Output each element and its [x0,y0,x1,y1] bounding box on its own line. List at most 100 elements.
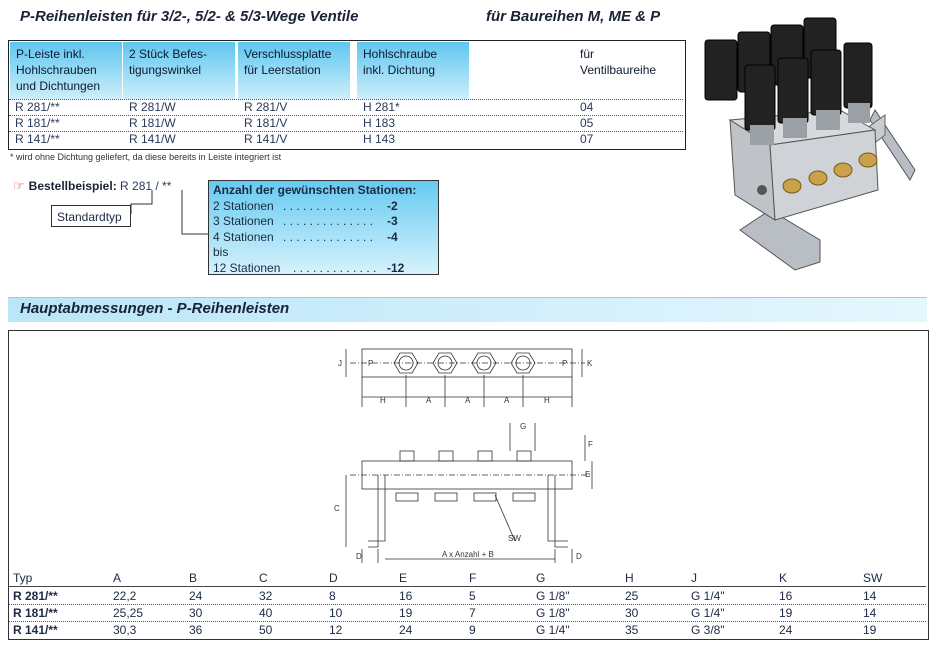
stations-title: Anzahl der gewünschten Stationen: [213,183,417,197]
technical-drawing: P P J K H A A A H G F E C D D SW A x Anz… [334,348,593,563]
station-code: -3 [387,214,398,228]
table-header-cell: P-Leiste inkl. Hohlschrauben und Dichtun… [10,42,122,99]
col-header: SW [863,571,883,585]
table-cell: 50 [259,623,273,637]
table-header-cell: 2 Stück Befes- tigungswinkel [123,42,235,99]
table-row: R 281/** 22,2 24 32 8 16 5 G 1/8" 25 G 1… [9,589,926,605]
table-cell: 22,2 [113,589,137,603]
label-a3: A [504,396,510,405]
table-cell: R 141/W [129,132,176,146]
table-cell: G 3/8" [691,623,725,637]
series-title: für Baureihen M, ME & P [486,8,661,25]
col-header: J [691,571,697,585]
table-cell: H 281* [363,100,400,114]
table-cell: R 141/V [244,132,288,146]
table-cell: 30 [189,606,203,620]
col-header: D [329,571,338,585]
table-header-cell: für Ventilbaureihe [574,42,682,99]
pointing-hand-icon: ☞ [13,178,25,193]
station-code: -12 [387,260,405,275]
parts-table: P-Leiste inkl. Hohlschrauben und Dichtun… [8,40,686,150]
table-cell: R 181/W [129,116,176,130]
table-cell: 30 [625,606,639,620]
col-header: C [259,571,268,585]
table-cell: 19 [863,623,877,637]
col-header: F [469,571,477,585]
station-label: 12 Stationen [213,260,281,275]
col-header: G [536,571,546,585]
label-k: K [587,359,593,368]
table-cell: 25,25 [113,606,144,620]
footnote: * wird ohne Dichtung geliefert, da diese… [10,152,282,162]
station-row: 3 Stationen. . . . . . . . . . . . . .-3 [213,214,398,228]
header-line: tigungswinkel [129,63,202,77]
station-label: 4 Stationen [213,229,274,244]
table-cell: G 1/4" [691,606,725,620]
table-cell: 24 [399,623,413,637]
order-example-connectors [130,190,210,235]
label-g: G [520,422,526,431]
dimensions-box [8,330,929,640]
station-code: -4 [387,229,398,244]
table-cell: R 181/V [244,116,288,130]
table-cell: 12 [329,623,343,637]
table-cell: R 281/** [13,589,58,603]
table-cell: 32 [259,589,273,603]
table-cell: R 281/W [129,100,176,114]
header-line: Ventilbaureihe [580,63,657,77]
table-cell: R 181/** [13,606,58,620]
table-cell: G 1/8" [536,589,570,603]
row-divider [9,115,683,116]
label-d-right: D [576,552,582,561]
table-cell: 5 [469,589,476,603]
col-header: B [189,571,198,585]
table-cell: 14 [863,606,877,620]
station-label: 2 Stationen [213,198,274,213]
label-p-right: P [562,359,567,368]
label-h-right: H [544,396,550,405]
table-cell: R 181/** [15,116,60,130]
label-formula: A x Anzahl + B [442,550,494,559]
label-p-left: P [368,359,373,368]
table-cell: G 1/4" [691,589,725,603]
table-row: R 181/** 25,25 30 40 10 19 7 G 1/8" 30 G… [9,606,926,622]
table-cell: R 281/** [15,100,60,114]
table-cell: 35 [625,623,639,637]
page-title: P-Reihenleisten für 3/2-, 5/2- & 5/3-Weg… [20,8,359,25]
table-cell: H 183 [363,116,396,130]
table-cell: 05 [580,116,594,130]
station-row: 2 Stationen. . . . . . . . . . . . . .-2 [213,198,398,213]
table-cell: 40 [259,606,273,620]
table-cell: 07 [580,132,594,146]
label-e: E [585,470,590,479]
table-cell: 16 [399,589,413,603]
section-bar [8,297,927,322]
table-cell: 7 [469,606,476,620]
label-d-left: D [356,552,362,561]
table-cell: 9 [469,623,476,637]
station-label: bis [213,245,229,259]
table-cell: 10 [329,606,343,620]
table-header-cell: Verschlussplatte für Leerstation [238,42,350,99]
order-example-label: Bestellbeispiel: [28,179,117,193]
header-line: Hohlschraube [363,47,438,61]
station-code: -2 [387,198,398,213]
col-header: E [399,571,408,585]
row-divider [9,99,683,100]
label-j: J [338,359,342,368]
label-a2: A [465,396,471,405]
table-cell: 16 [779,589,793,603]
table-cell: 36 [189,623,203,637]
station-label: 3 Stationen [213,214,274,228]
order-example-code: R 281 / ** [120,179,172,193]
header-line: für Leerstation [244,63,321,77]
table-cell: 8 [329,589,336,603]
stations-box: Anzahl der gewünschten Stationen: 2 Stat… [208,180,439,275]
table-cell: 19 [399,606,413,620]
header-line: P-Leiste inkl. [16,47,85,61]
header-line: 2 Stück Befes- [129,47,208,61]
station-row: 12 Stationen. . . . . . . . . . . . .-12 [213,260,405,275]
header-line: Hohlschrauben [16,63,97,77]
table-cell: 25 [625,589,639,603]
table-cell: 04 [580,100,594,114]
